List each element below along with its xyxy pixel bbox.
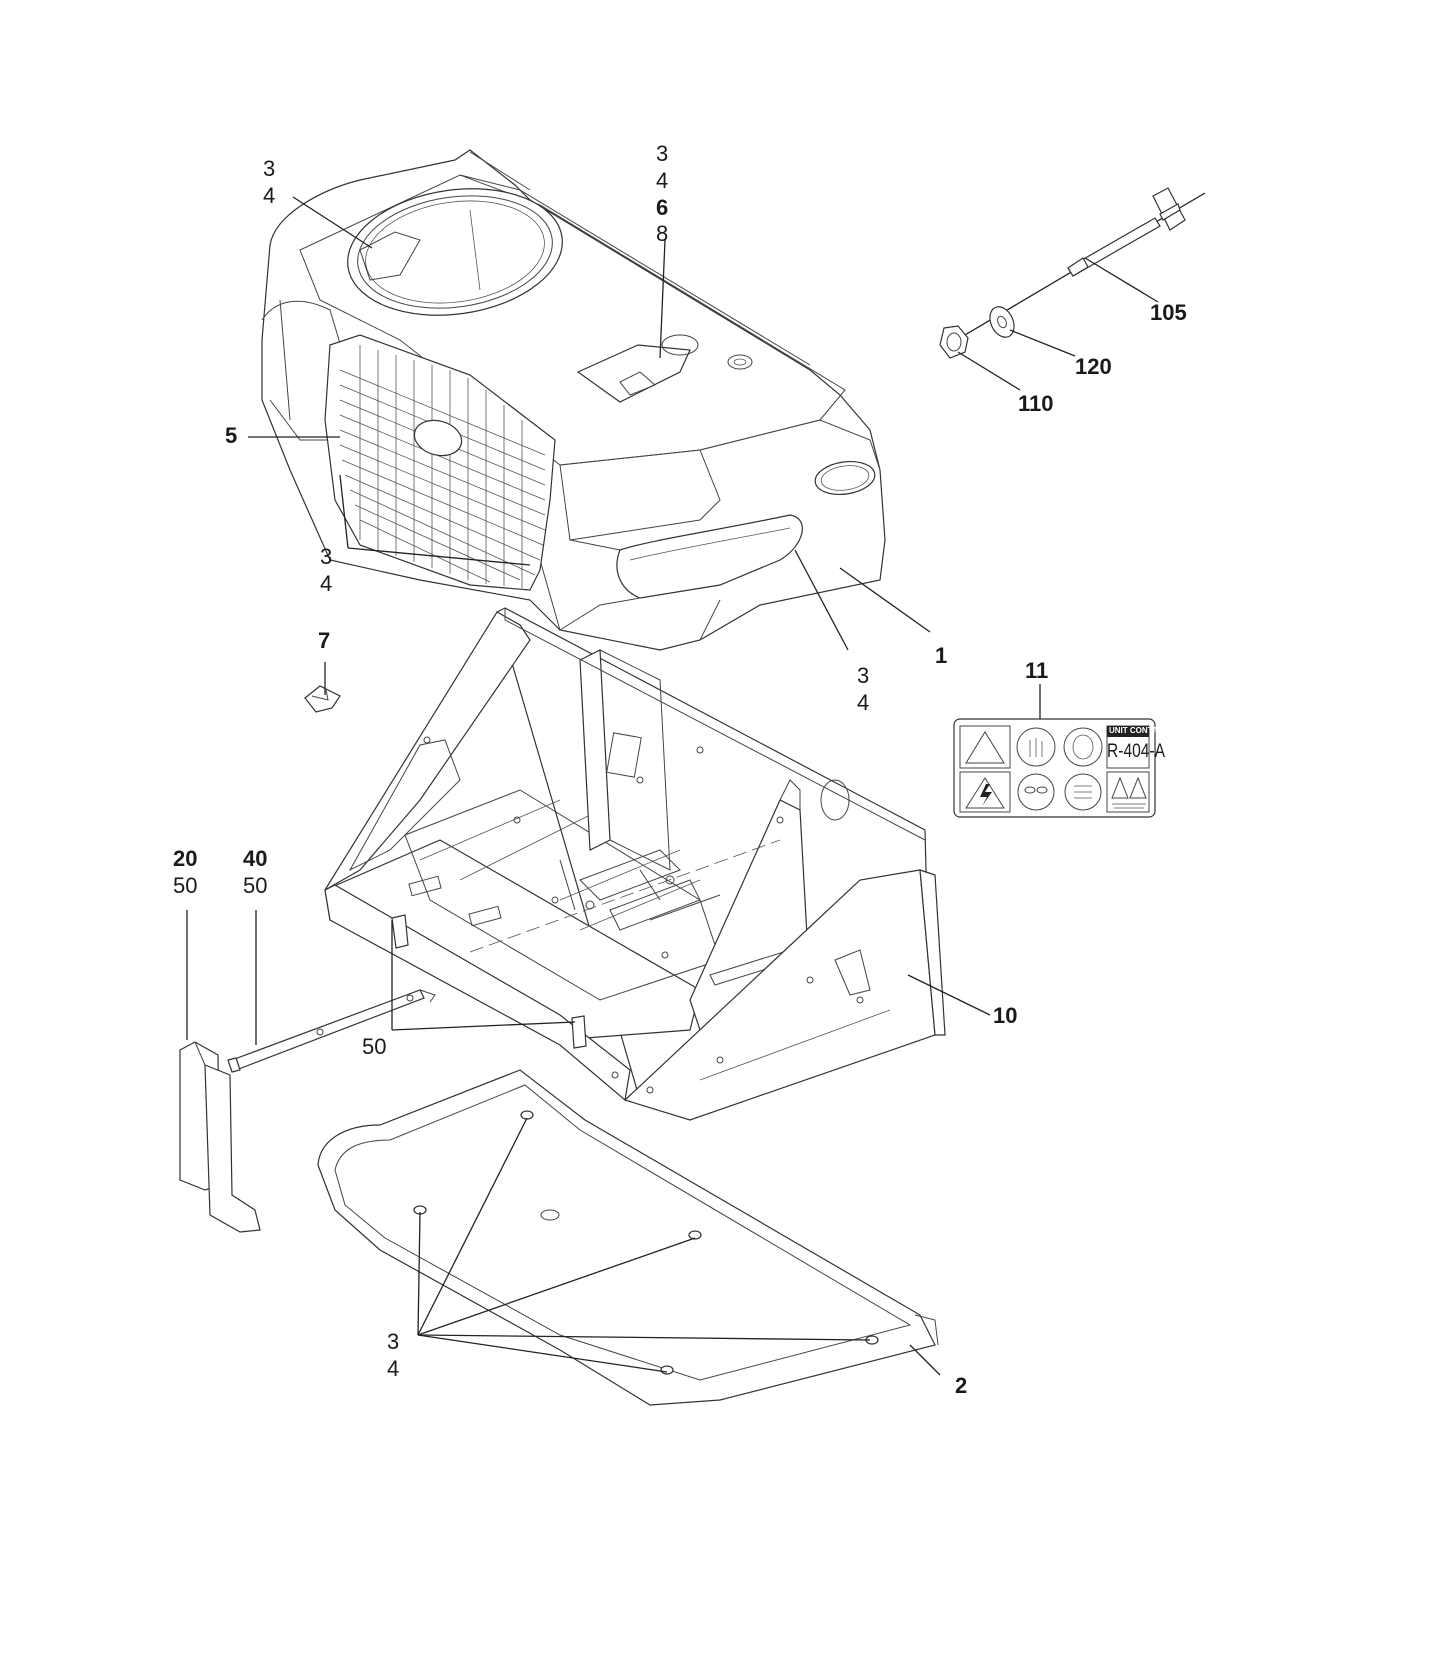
callout-3-grille: 3 bbox=[320, 544, 333, 569]
callout-7: 7 bbox=[318, 628, 331, 653]
callout-3-top-left: 3 bbox=[263, 156, 276, 181]
callout-50-under-20: 50 bbox=[173, 873, 198, 898]
grille bbox=[324, 334, 556, 591]
strap-40 bbox=[227, 989, 436, 1073]
leader-lines bbox=[186, 196, 1159, 1376]
callout-3-top: 3 bbox=[656, 141, 669, 166]
callout-6-top: 6 bbox=[656, 195, 669, 220]
callout-8-top: 8 bbox=[656, 221, 669, 246]
callout-50-under-40: 50 bbox=[243, 873, 268, 898]
clip-part bbox=[304, 685, 341, 713]
callout-110: 110 bbox=[1018, 391, 1054, 416]
callout-4-top: 4 bbox=[656, 168, 669, 193]
callout-3-side: 3 bbox=[857, 663, 870, 688]
callout-4-side: 4 bbox=[857, 690, 870, 715]
callout-3-bottom: 3 bbox=[387, 1329, 400, 1354]
callout-50: 50 bbox=[362, 1034, 387, 1059]
bottom-pan-part bbox=[317, 1069, 939, 1406]
decal-header-text: UNIT CONTAINS R bbox=[1109, 726, 1180, 735]
callout-105: 105 bbox=[1150, 300, 1187, 325]
decal-refrigerant-text: R-404-A bbox=[1107, 741, 1166, 762]
callout-4-bottom: 4 bbox=[387, 1356, 400, 1381]
bracket-20 bbox=[179, 1041, 261, 1233]
callout-4-grille: 4 bbox=[320, 571, 333, 596]
callout-4-top-left: 4 bbox=[263, 183, 276, 208]
callout-2: 2 bbox=[955, 1373, 968, 1398]
callout-10: 10 bbox=[993, 1003, 1018, 1028]
hardware-bolt-washer-nut bbox=[939, 187, 1206, 359]
callout-120: 120 bbox=[1075, 354, 1112, 379]
callout-11: 11 bbox=[1025, 658, 1049, 683]
callout-20: 20 bbox=[173, 846, 198, 871]
callout-5: 5 bbox=[225, 423, 238, 448]
frame-part bbox=[324, 607, 946, 1121]
warning-decal bbox=[953, 718, 1156, 818]
callout-40: 40 bbox=[243, 846, 268, 871]
callout-1: 1 bbox=[935, 643, 948, 668]
